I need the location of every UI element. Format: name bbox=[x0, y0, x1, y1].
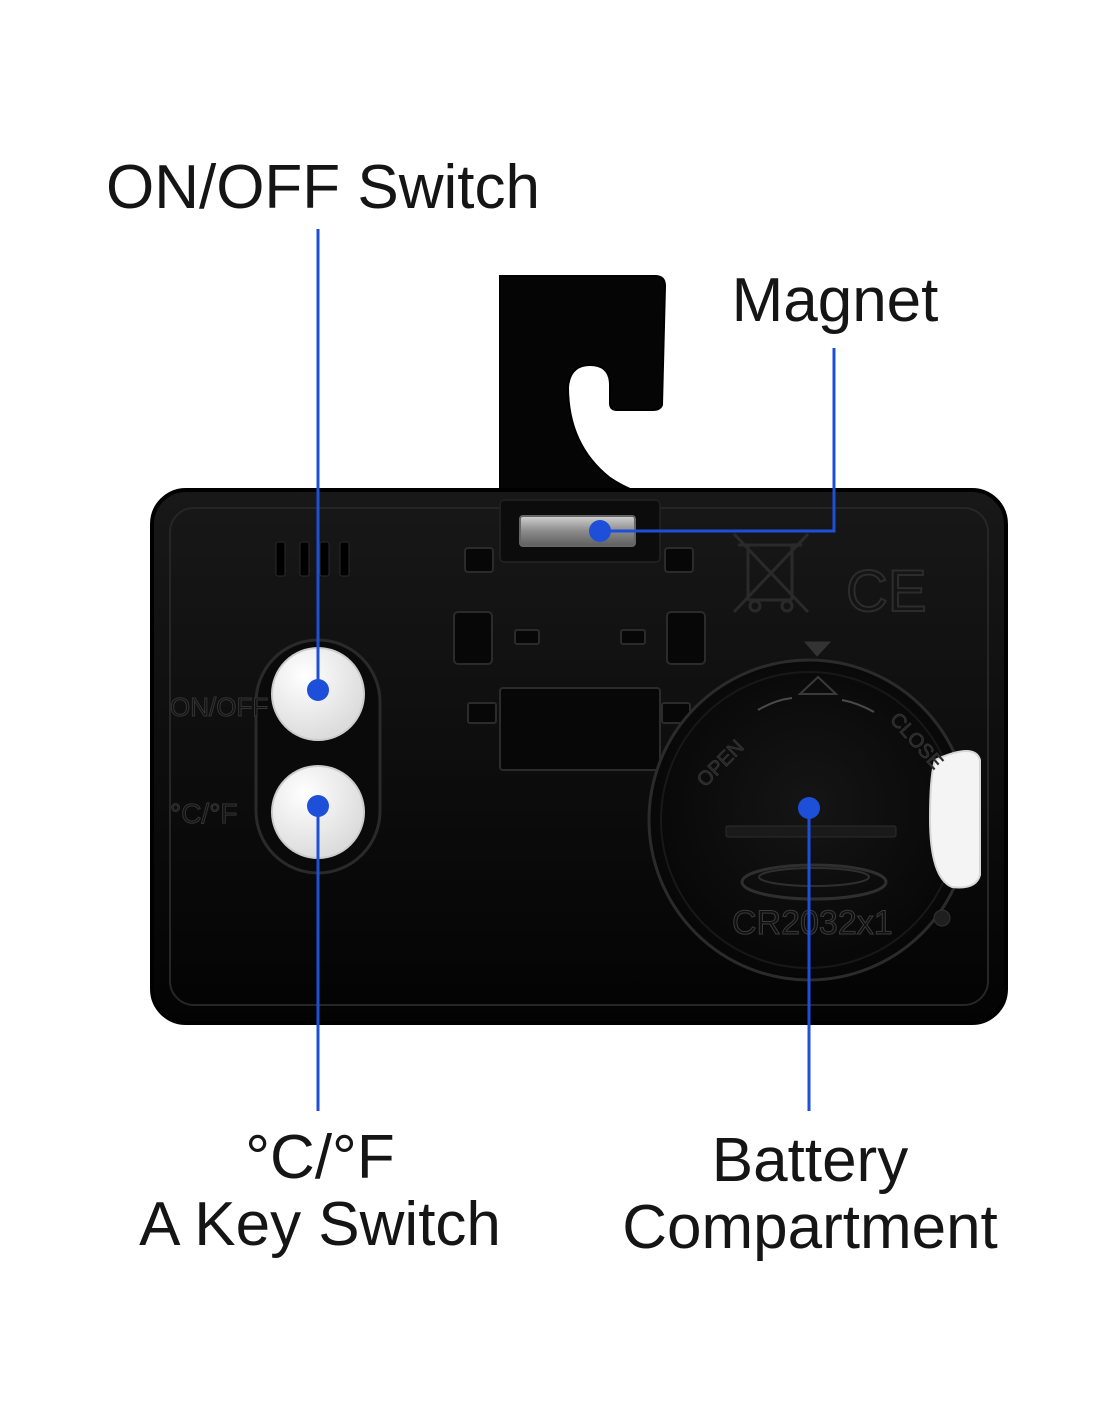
magnet-callout-line bbox=[600, 348, 836, 533]
ce-mark: CE bbox=[846, 559, 927, 624]
temperature-callout-dot bbox=[307, 795, 329, 817]
battery-relief bbox=[740, 863, 888, 901]
crossed-out-bin-icon bbox=[732, 532, 810, 614]
temperature-key-label: °C/°F A Key Switch bbox=[110, 1123, 530, 1259]
speaker-grille bbox=[275, 541, 350, 577]
battery-slot bbox=[725, 825, 897, 838]
callout-dots bbox=[307, 520, 820, 819]
temperature-key-label-line1: °C/°F bbox=[245, 1123, 395, 1192]
cf-marking: °C/°F bbox=[170, 798, 238, 829]
magnet-label: Magnet bbox=[731, 266, 939, 335]
battery-type-marking: CR2032x1 bbox=[732, 904, 893, 942]
open-close-pointer bbox=[797, 675, 839, 695]
callout-lines bbox=[316, 229, 836, 1111]
battery-screw bbox=[933, 909, 951, 927]
onoff-marking: ON/OFF bbox=[170, 692, 268, 722]
temperature-key-label-line2: A Key Switch bbox=[139, 1189, 501, 1259]
battery-tab bbox=[928, 750, 981, 889]
onoff-switch-label: ON/OFF Switch bbox=[105, 153, 541, 222]
battery-label-line2: Compartment bbox=[622, 1192, 998, 1262]
magnet-callout-dot bbox=[589, 520, 611, 542]
battery-relief-inner bbox=[758, 867, 870, 887]
battery-callout-dot bbox=[798, 797, 820, 819]
battery-label-line1: Battery bbox=[711, 1126, 909, 1195]
latch-molding bbox=[453, 547, 706, 771]
triangle-arrow-icon bbox=[803, 641, 832, 657]
open-arrow bbox=[757, 697, 793, 711]
battery-compartment-label: Battery Compartment bbox=[600, 1126, 1020, 1262]
close-arrow bbox=[841, 699, 875, 713]
onoff-callout-dot bbox=[307, 679, 329, 701]
